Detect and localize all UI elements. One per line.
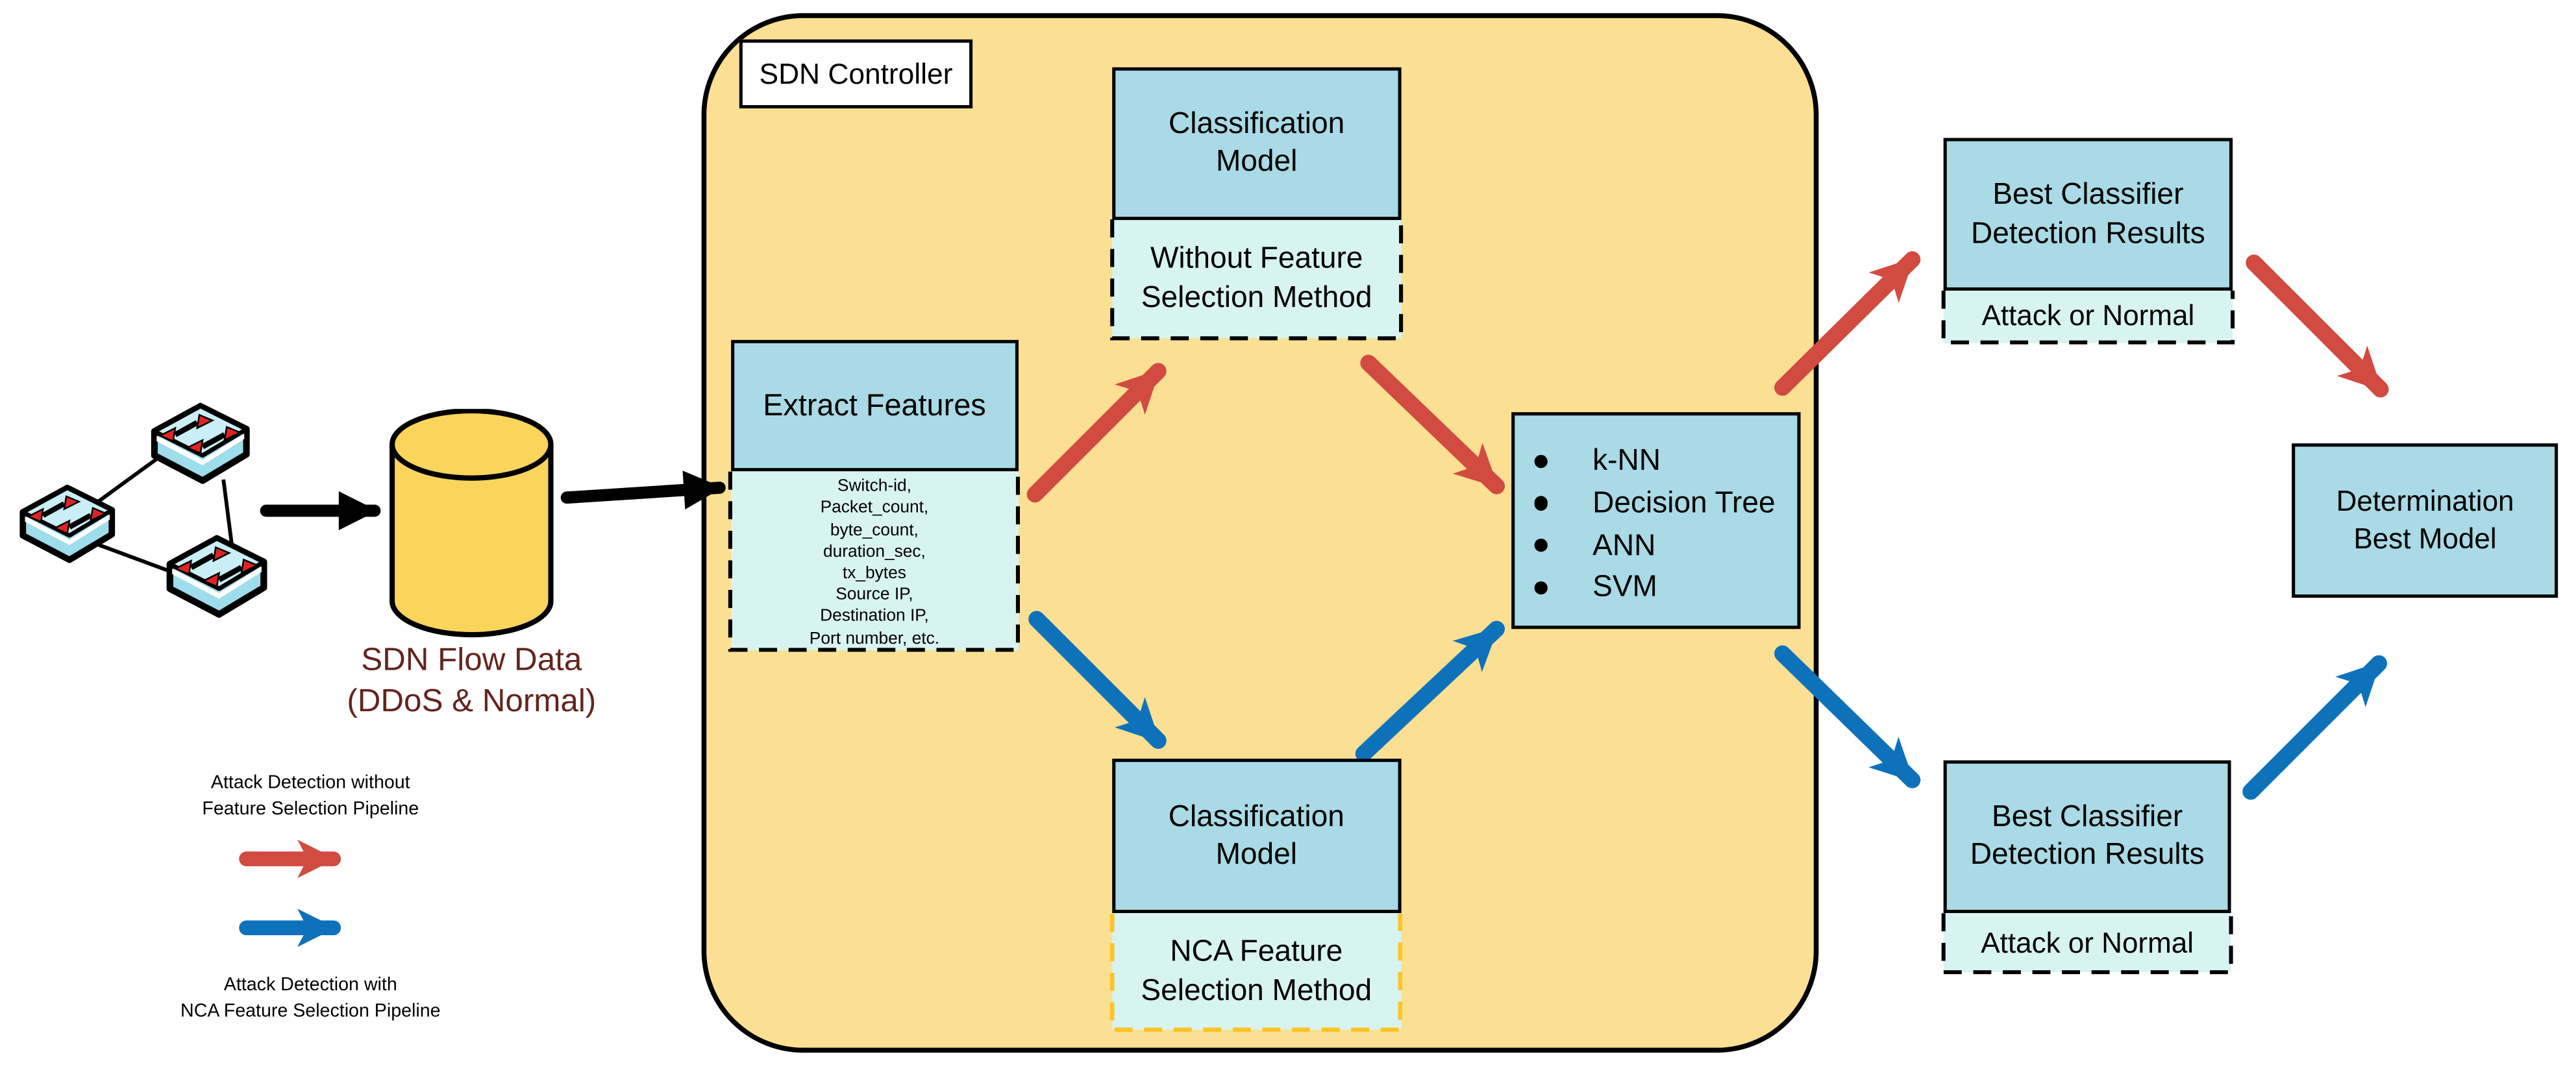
result-title-line2: Detection Results — [1970, 838, 2205, 872]
best-classifier-results-top-box: Best Classifier Detection Results — [1943, 138, 2233, 291]
attack-or-normal-label: Attack or Normal — [1981, 925, 2194, 958]
classifier-item: SVM — [1515, 567, 1797, 609]
nca-feature-selection-box: NCA Feature Selection Method — [1112, 914, 1401, 1030]
arrow-db-to-extract — [560, 470, 726, 510]
legend-with-line1: Attack Detection with — [223, 975, 397, 995]
flow-data-label: SDN Flow Data (DDoS & Normal) — [307, 641, 636, 723]
classifier-label: SVM — [1592, 570, 1657, 604]
network-switch-icon — [145, 394, 256, 493]
blue-arrow-result-to-determination — [2242, 655, 2387, 800]
attack-or-normal-top-box: Attack or Normal — [1943, 290, 2233, 343]
sdn-controller-title: SDN Controller — [759, 56, 953, 90]
classifier-label: k-NN — [1592, 443, 1661, 477]
feature-item: Source IP, — [836, 586, 913, 605]
method-line2: Selection Method — [1141, 280, 1372, 313]
network-switch-icon — [161, 526, 273, 628]
flow-data-label-line2: (DDoS & Normal) — [347, 683, 597, 720]
flow-data-label-line1: SDN Flow Data — [361, 642, 582, 679]
best-classifier-results-bottom-box: Best Classifier Detection Results — [1943, 760, 2231, 914]
result-title-line1: Best Classifier — [1992, 177, 2184, 210]
bullet-icon — [1534, 538, 1548, 553]
classification-model-title-line2: Model — [1215, 145, 1298, 178]
legend-with-line2: NCA Feature Selection Pipeline — [180, 1001, 441, 1021]
classifier-label: ANN — [1592, 528, 1656, 561]
result-title-line1: Best Classifier — [1992, 799, 2183, 833]
attack-or-normal-bottom-box: Attack or Normal — [1943, 913, 2231, 973]
feature-item: tx_bytes — [842, 565, 906, 583]
extract-features-box: Extract Features — [730, 339, 1019, 472]
extracted-features-list: Switch-id, Packet_count, byte_count, dur… — [730, 471, 1019, 650]
network-switch-icon — [13, 476, 121, 572]
method-line1: Without Feature — [1150, 241, 1363, 275]
classification-model-top-box: Classification Model — [1112, 66, 1402, 220]
feature-item: Port number, etc. — [809, 629, 940, 648]
method-line2: Selection Method — [1141, 973, 1372, 1007]
classification-model-title-line1: Classification — [1169, 106, 1345, 140]
legend-with-label: Attack Detection with NCA Feature Select… — [163, 974, 459, 1025]
classifier-item: ANN — [1515, 524, 1797, 567]
without-feature-selection-box: Without Feature Selection Method — [1112, 219, 1402, 339]
feature-item: duration_sec, — [823, 543, 926, 561]
extract-features-title: Extract Features — [763, 387, 986, 422]
legend-without-line2: Feature Selection Pipeline — [202, 799, 419, 819]
bullet-icon — [1534, 580, 1548, 595]
red-arrow-result-to-determination — [2246, 254, 2389, 398]
classifier-label: Decision Tree — [1592, 485, 1776, 519]
legend-without-label: Attack Detection without Feature Selecti… — [163, 772, 459, 823]
method-line1: NCA Feature — [1170, 934, 1343, 968]
attack-or-normal-label: Attack or Normal — [1981, 299, 2195, 332]
result-title-line2: Detection Results — [1971, 215, 2205, 249]
classifier-item: k-NN — [1515, 440, 1797, 482]
classification-model-title-line1: Classification — [1168, 799, 1344, 833]
legend-without-line1: Attack Detection without — [210, 773, 410, 794]
determination-line1: Determination — [2336, 483, 2514, 517]
classifier-list-box: k-NN Decision Tree ANN SVM — [1511, 411, 1801, 629]
determination-best-model-box: Determination Best Model — [2292, 443, 2558, 599]
sdn-controller-title-box: SDN Controller — [739, 39, 973, 109]
feature-item: Packet_count, — [820, 500, 929, 519]
classifier-item: Decision Tree — [1515, 482, 1797, 524]
determination-line2: Best Model — [2353, 522, 2497, 555]
feature-item: Destination IP, — [820, 608, 929, 627]
classification-model-title-line2: Model — [1215, 838, 1297, 872]
classification-model-bottom-box: Classification Model — [1112, 759, 1401, 914]
feature-item: Switch-id, — [837, 478, 911, 496]
bullet-icon — [1534, 454, 1548, 469]
legend-arrows — [239, 839, 341, 947]
feature-item: byte_count, — [830, 521, 919, 540]
database-cylinder-icon — [390, 409, 554, 638]
bullet-icon — [1534, 496, 1548, 511]
